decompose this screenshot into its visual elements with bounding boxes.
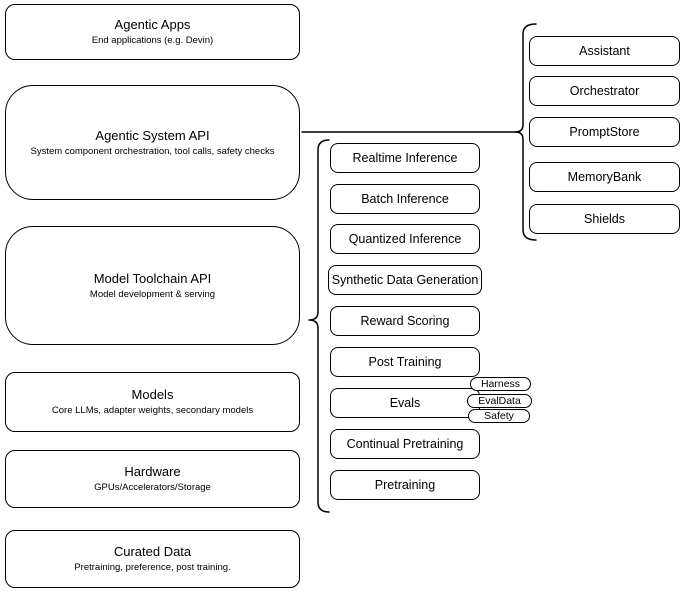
node-title: Models: [131, 387, 174, 402]
node-subtitle: End applications (e.g. Devin): [91, 35, 214, 46]
node-subtitle: Pretraining, preference, post training.: [74, 562, 231, 573]
toolchain-item-synthetic-data-generation[interactable]: Synthetic Data Generation: [328, 265, 482, 295]
node-subtitle: GPUs/Accelerators/Storage: [94, 482, 211, 493]
node-label: Shields: [584, 211, 625, 226]
toolchain-item-continual-pretraining[interactable]: Continual Pretraining: [330, 429, 480, 459]
node-curated-data[interactable]: Curated Data Pretraining, preference, po…: [5, 530, 300, 588]
node-subtitle: Core LLMs, adapter weights, secondary mo…: [51, 405, 254, 416]
node-title: Model Toolchain API: [93, 270, 212, 286]
system-components-brace: [514, 23, 537, 241]
toolchain-brace: [308, 139, 330, 513]
eval-tag-safety[interactable]: Safety: [468, 409, 530, 423]
node-agentic-system-api[interactable]: Agentic System API System component orch…: [5, 85, 300, 200]
node-label: Evals: [389, 395, 421, 410]
toolchain-item-reward-scoring[interactable]: Reward Scoring: [330, 306, 480, 336]
node-agentic-apps[interactable]: Agentic Apps End applications (e.g. Devi…: [5, 4, 300, 60]
component-orchestrator[interactable]: Orchestrator: [529, 76, 680, 106]
node-model-toolchain-api[interactable]: Model Toolchain API Model development & …: [5, 226, 300, 345]
toolchain-item-realtime-inference[interactable]: Realtime Inference: [330, 143, 480, 173]
node-label: PromptStore: [569, 124, 640, 139]
node-label: Reward Scoring: [360, 313, 450, 328]
node-label: Pretraining: [374, 477, 436, 492]
node-subtitle: System component orchestration, tool cal…: [30, 145, 275, 157]
toolchain-item-post-training[interactable]: Post Training: [330, 347, 480, 377]
node-label: Realtime Inference: [352, 150, 458, 165]
node-models[interactable]: Models Core LLMs, adapter weights, secon…: [5, 372, 300, 432]
node-label: Assistant: [579, 43, 630, 58]
node-subtitle: Model development & serving: [89, 288, 216, 300]
component-memorybank[interactable]: MemoryBank: [529, 162, 680, 192]
pill-label: Harness: [480, 377, 521, 390]
pill-label: EvalData: [478, 394, 521, 407]
toolchain-item-quantized-inference[interactable]: Quantized Inference: [330, 224, 480, 254]
node-label: Batch Inference: [361, 191, 449, 206]
node-label: Post Training: [368, 354, 442, 369]
node-title: Hardware: [124, 464, 181, 479]
component-promptstore[interactable]: PromptStore: [529, 117, 680, 147]
eval-tag-harness[interactable]: Harness: [470, 377, 531, 391]
pill-label: Safety: [484, 409, 514, 422]
component-assistant[interactable]: Assistant: [529, 36, 680, 66]
node-label: Synthetic Data Generation: [331, 272, 479, 287]
node-title: Curated Data: [113, 544, 192, 559]
node-title: Agentic System API: [95, 127, 210, 143]
toolchain-item-pretraining[interactable]: Pretraining: [330, 470, 480, 500]
node-label: MemoryBank: [567, 169, 642, 184]
node-label: Orchestrator: [569, 83, 640, 98]
toolchain-item-batch-inference[interactable]: Batch Inference: [330, 184, 480, 214]
node-hardware[interactable]: Hardware GPUs/Accelerators/Storage: [5, 450, 300, 508]
node-label: Continual Pretraining: [346, 436, 464, 451]
node-label: Quantized Inference: [348, 231, 462, 246]
node-title: Agentic Apps: [114, 17, 191, 32]
toolchain-item-evals[interactable]: Evals: [330, 388, 480, 418]
eval-tag-evaldata[interactable]: EvalData: [467, 394, 532, 408]
component-shields[interactable]: Shields: [529, 204, 680, 234]
